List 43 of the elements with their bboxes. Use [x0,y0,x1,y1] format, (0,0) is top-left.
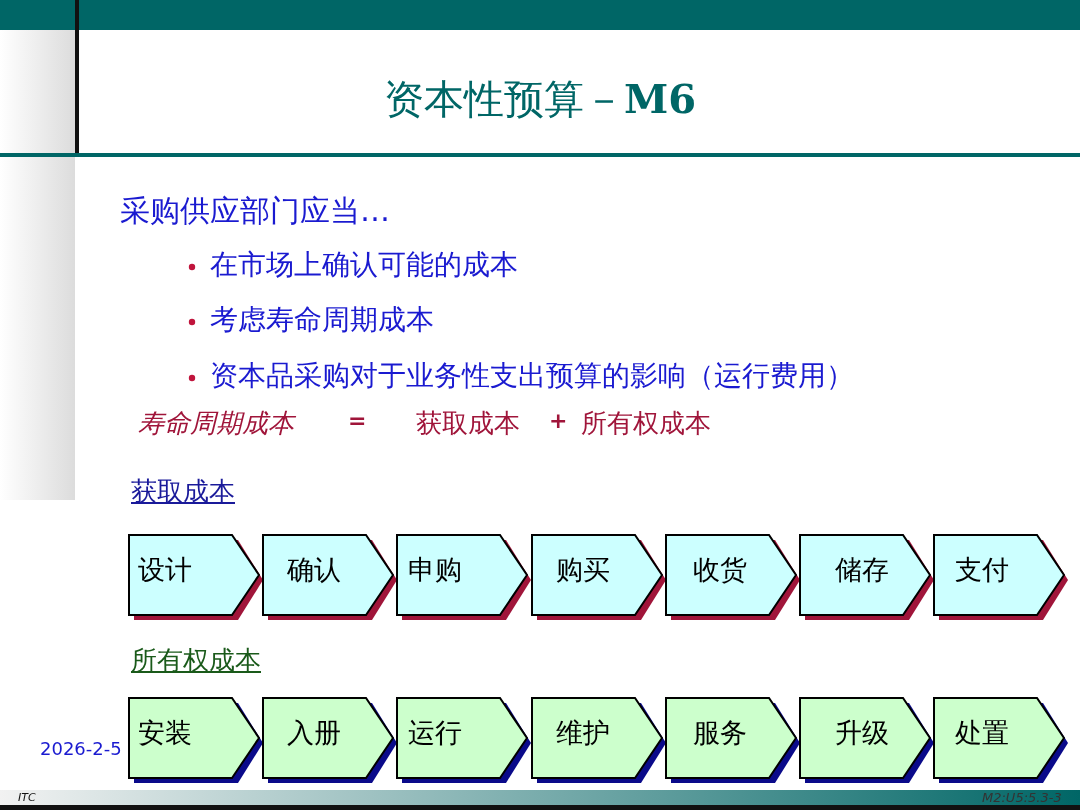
step-label: 服务 [693,716,747,750]
step-label: 确认 [287,553,341,587]
chevron-step [799,697,934,783]
equals-sign: = [348,408,367,435]
slide-title: 资本性预算－M6 [382,74,698,124]
date-text: 2026-2-5 [40,738,122,760]
step-label: 入册 [287,716,341,750]
chevron-step [665,534,800,620]
formula-term: 所有权成本 [581,408,711,440]
step-label: 申购 [408,553,462,587]
step-label: 维护 [556,716,610,750]
formula-term: 获取成本 [416,408,520,440]
step-label: 购买 [556,553,610,587]
bullet-text: 考虑寿命周期成本 [210,303,434,337]
page-code: M2:U5:5.3-3 [982,790,1062,806]
step-label: 支付 [955,553,1009,587]
chevron-step [262,697,397,783]
bullet-text: 资本品采购对于业务性支出预算的影响（运行费用） [210,359,854,393]
chevron-step [933,697,1068,783]
chevron-step [396,697,531,783]
bullet-text: 在市场上确认可能的成本 [210,248,518,282]
formula-term: 寿命周期成本 [138,408,294,440]
step-label: 设计 [138,553,192,587]
step-label: 储存 [835,553,889,587]
chevron-step [262,534,397,620]
plus-sign: + [549,408,568,435]
chevron-step [531,534,666,620]
step-label: 安装 [138,716,192,750]
chevron-step [128,697,263,783]
step-label: 升级 [835,716,889,750]
chevron-step [128,534,263,620]
intro-text: 采购供应部门应当… [120,193,390,229]
section-heading: 所有权成本 [131,645,261,677]
chevron-step [665,697,800,783]
chevron-step [799,534,934,620]
footer-text: ITC [18,791,36,805]
chevron-step [531,697,666,783]
step-label: 收货 [693,553,747,587]
step-label: 处置 [955,716,1009,750]
chevron-step [933,534,1068,620]
chevron-step [396,534,531,620]
step-label: 运行 [408,716,462,750]
section-heading: 获取成本 [131,476,235,508]
